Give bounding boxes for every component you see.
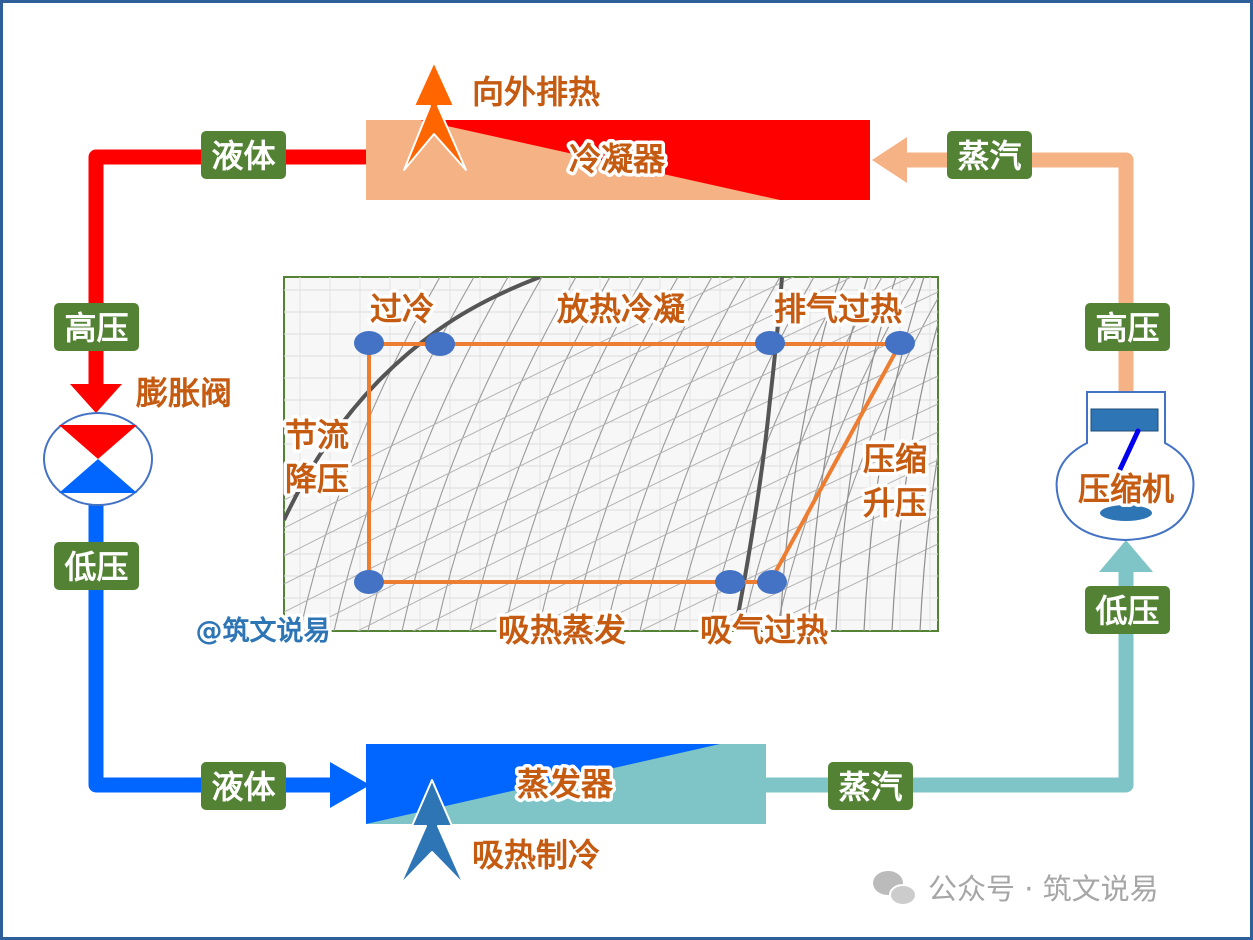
grid-line	[809, 297, 938, 631]
grid-line	[696, 515, 938, 631]
heat-out-label: 向外排热	[472, 73, 600, 111]
discharge-superheat-label: 排气过热	[774, 290, 902, 328]
liquid-label-bottom: 液体	[201, 762, 286, 810]
expansion-valve-icon	[43, 412, 153, 506]
condenser-label: 冷凝器	[569, 140, 666, 178]
svg-text:低压: 低压	[64, 548, 128, 586]
grid-line	[299, 277, 441, 631]
expansion-valve-label: 膨胀阀	[136, 374, 232, 412]
svg-text:液体: 液体	[211, 768, 275, 806]
compressor-label: 压缩机	[1078, 470, 1174, 508]
low-pressure-vapor-arrowhead	[1099, 540, 1153, 572]
ph-diagram-frame	[283, 276, 939, 632]
svg-text:高压: 高压	[64, 309, 128, 347]
grid-line	[524, 431, 938, 631]
grid-line	[835, 277, 897, 631]
compressor-icon	[1055, 391, 1195, 542]
low-pressure-label-right: 低压	[1085, 586, 1170, 634]
grid-line	[891, 321, 938, 631]
grid-line	[284, 291, 938, 613]
credit-text: @筑文说易	[196, 615, 331, 647]
evaporation-label: 吸热蒸发	[498, 611, 626, 649]
grid-line	[639, 487, 938, 631]
grid-line	[284, 277, 795, 529]
high-pressure-label-left: 高压	[54, 303, 139, 351]
state-point	[885, 331, 915, 355]
condensation-label: 放热冷凝	[557, 290, 685, 328]
heat-out-arrow-icon	[403, 61, 467, 171]
grid-line	[775, 277, 917, 631]
low-pressure-label-left: 低压	[54, 542, 139, 590]
grid-line	[754, 543, 938, 631]
compression-label-line2: 升压	[863, 484, 927, 522]
state-point	[425, 332, 455, 356]
svg-text:低压: 低压	[1095, 592, 1159, 630]
evaporator-label: 蒸发器	[517, 765, 614, 803]
svg-text:液体: 液体	[211, 137, 275, 175]
grid-line	[807, 277, 869, 631]
high-pressure-vapor-arrowhead	[872, 137, 907, 183]
grid-line	[284, 277, 853, 557]
watermark-text: 公众号 · 筑文说易	[928, 872, 1159, 906]
grid-line	[863, 277, 925, 631]
throttling-label-line2: 降压	[285, 460, 349, 498]
grid-line	[356, 347, 938, 631]
saturated-vapor-line	[733, 277, 784, 631]
state-point	[757, 570, 787, 594]
compression-label-line1: 压缩	[863, 440, 927, 478]
high-pressure-label-right: 高压	[1085, 303, 1170, 351]
liquid-label-top: 液体	[201, 131, 286, 179]
svg-text:高压: 高压	[1095, 309, 1159, 347]
wechat-icon	[873, 871, 917, 906]
svg-text:蒸汽: 蒸汽	[838, 768, 902, 806]
vapor-label-bottom: 蒸汽	[828, 762, 913, 810]
suction-superheat-label: 吸气过热	[700, 611, 828, 649]
svg-text:蒸汽: 蒸汽	[957, 137, 1021, 175]
state-point	[354, 570, 384, 594]
subcooling-label: 过冷	[370, 290, 434, 328]
grid-line	[300, 319, 938, 631]
high-pressure-liquid-arrowhead	[70, 384, 122, 413]
grid-line	[581, 459, 938, 631]
state-point	[755, 331, 785, 355]
ph-diagram: 过冷 放热冷凝 排气过热 节流 降压 压缩 升压 吸热蒸发 吸气过热	[281, 276, 939, 653]
heat-in-arrow-icon	[399, 779, 465, 886]
grid-line	[284, 277, 912, 585]
grid-line	[284, 277, 737, 501]
grid-line	[919, 450, 938, 631]
grid-line	[412, 375, 938, 631]
state-point	[354, 331, 384, 355]
throttling-label-line1: 节流	[285, 416, 349, 454]
low-pressure-liquid-arrowhead	[330, 762, 370, 808]
state-point	[715, 570, 745, 594]
vapor-label-top: 蒸汽	[947, 131, 1032, 179]
heat-in-label: 吸热制冷	[472, 836, 600, 874]
